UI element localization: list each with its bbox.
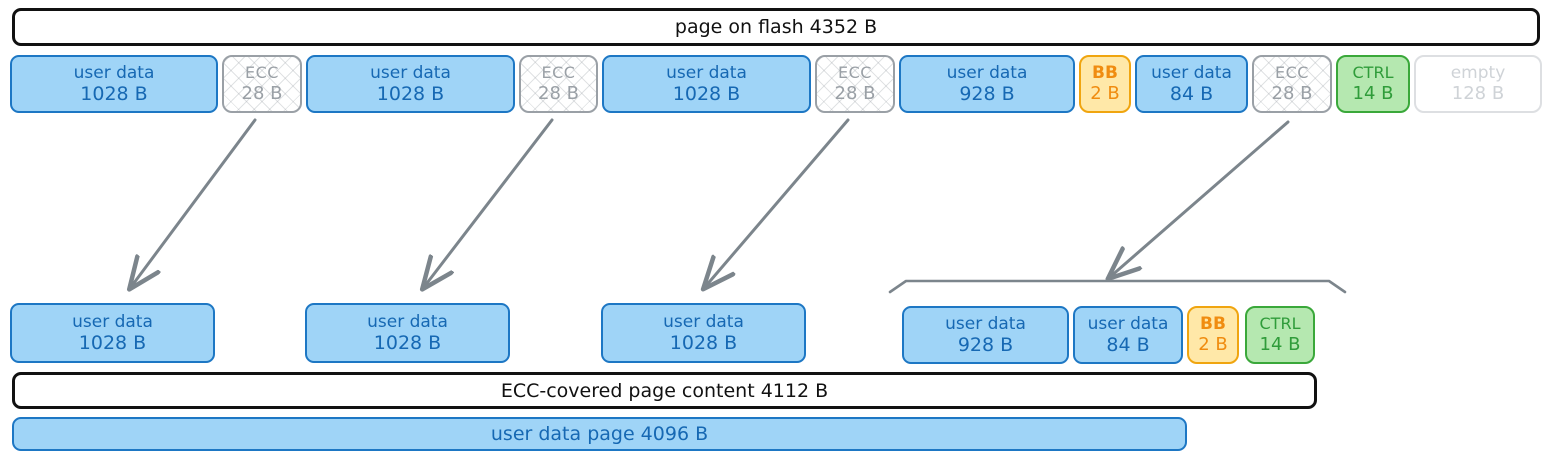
control-size: 14 B xyxy=(1352,82,1394,104)
user-data-label: user data xyxy=(73,62,155,83)
ecc-label: ECC xyxy=(245,62,279,82)
ecc-size: 28 B xyxy=(834,82,876,104)
user-data-label: user data xyxy=(1087,313,1169,334)
user-data-label: user data xyxy=(663,311,744,332)
user-data-size: 928 B xyxy=(959,82,1015,105)
bad-block-label: BB xyxy=(1092,63,1118,84)
user-data-label: user data xyxy=(72,311,153,332)
user-data-label: user data xyxy=(370,62,451,83)
empty-size: 128 B xyxy=(1451,83,1505,105)
user-data-page-banner: user data page 4096 B xyxy=(12,417,1187,451)
ecc-to-chunk-2-arrow xyxy=(424,118,554,287)
ecc-to-chunk-4-arrow xyxy=(1110,120,1290,277)
bad-block-label: BB xyxy=(1200,314,1226,335)
ecc-label: ECC xyxy=(1275,62,1309,82)
user-data-size: 1028 B xyxy=(78,331,147,354)
group-bracket xyxy=(888,279,1347,294)
user-data-label: user data xyxy=(946,62,1028,83)
bad-block-size: 2 B xyxy=(1090,83,1120,105)
empty-label: empty xyxy=(1450,63,1506,84)
ecc-size: 28 B xyxy=(241,82,283,104)
user-data-size: 1028 B xyxy=(373,331,442,354)
ecc-label: ECC xyxy=(838,62,872,82)
ecc-covered-page-content-banner: ECC-covered page content 4112 B xyxy=(12,372,1317,409)
arrow-group xyxy=(131,118,1290,287)
user-data-label: user data xyxy=(367,311,448,332)
user-data-size: 84 B xyxy=(1106,333,1150,356)
user-data-label: user data xyxy=(666,62,747,83)
user-data-size: 928 B xyxy=(957,333,1014,356)
bad-block-size: 2 B xyxy=(1198,334,1228,356)
page-on-flash-banner: page on flash 4352 B xyxy=(12,8,1540,46)
ecc-to-chunk-1-arrow xyxy=(131,118,257,287)
user-data-label: user data xyxy=(945,313,1026,334)
user-data-size: 1028 B xyxy=(376,82,445,105)
user-data-size: 84 B xyxy=(1169,82,1214,105)
group-bracket-path xyxy=(888,279,1347,294)
user-data-size: 1028 B xyxy=(672,82,741,105)
ecc-label: ECC xyxy=(541,62,576,82)
user-data-label: user data xyxy=(1151,62,1232,83)
user-data-size: 1028 B xyxy=(80,82,148,105)
control-size: 14 B xyxy=(1259,333,1301,355)
ecc-size: 28 B xyxy=(538,82,579,104)
ecc-to-chunk-3-arrow xyxy=(705,118,850,287)
ecc-size: 28 B xyxy=(1271,82,1313,104)
control-label: CTRL xyxy=(1352,62,1394,82)
control-label: CTRL xyxy=(1259,313,1301,333)
user-data-size: 1028 B xyxy=(669,331,738,354)
